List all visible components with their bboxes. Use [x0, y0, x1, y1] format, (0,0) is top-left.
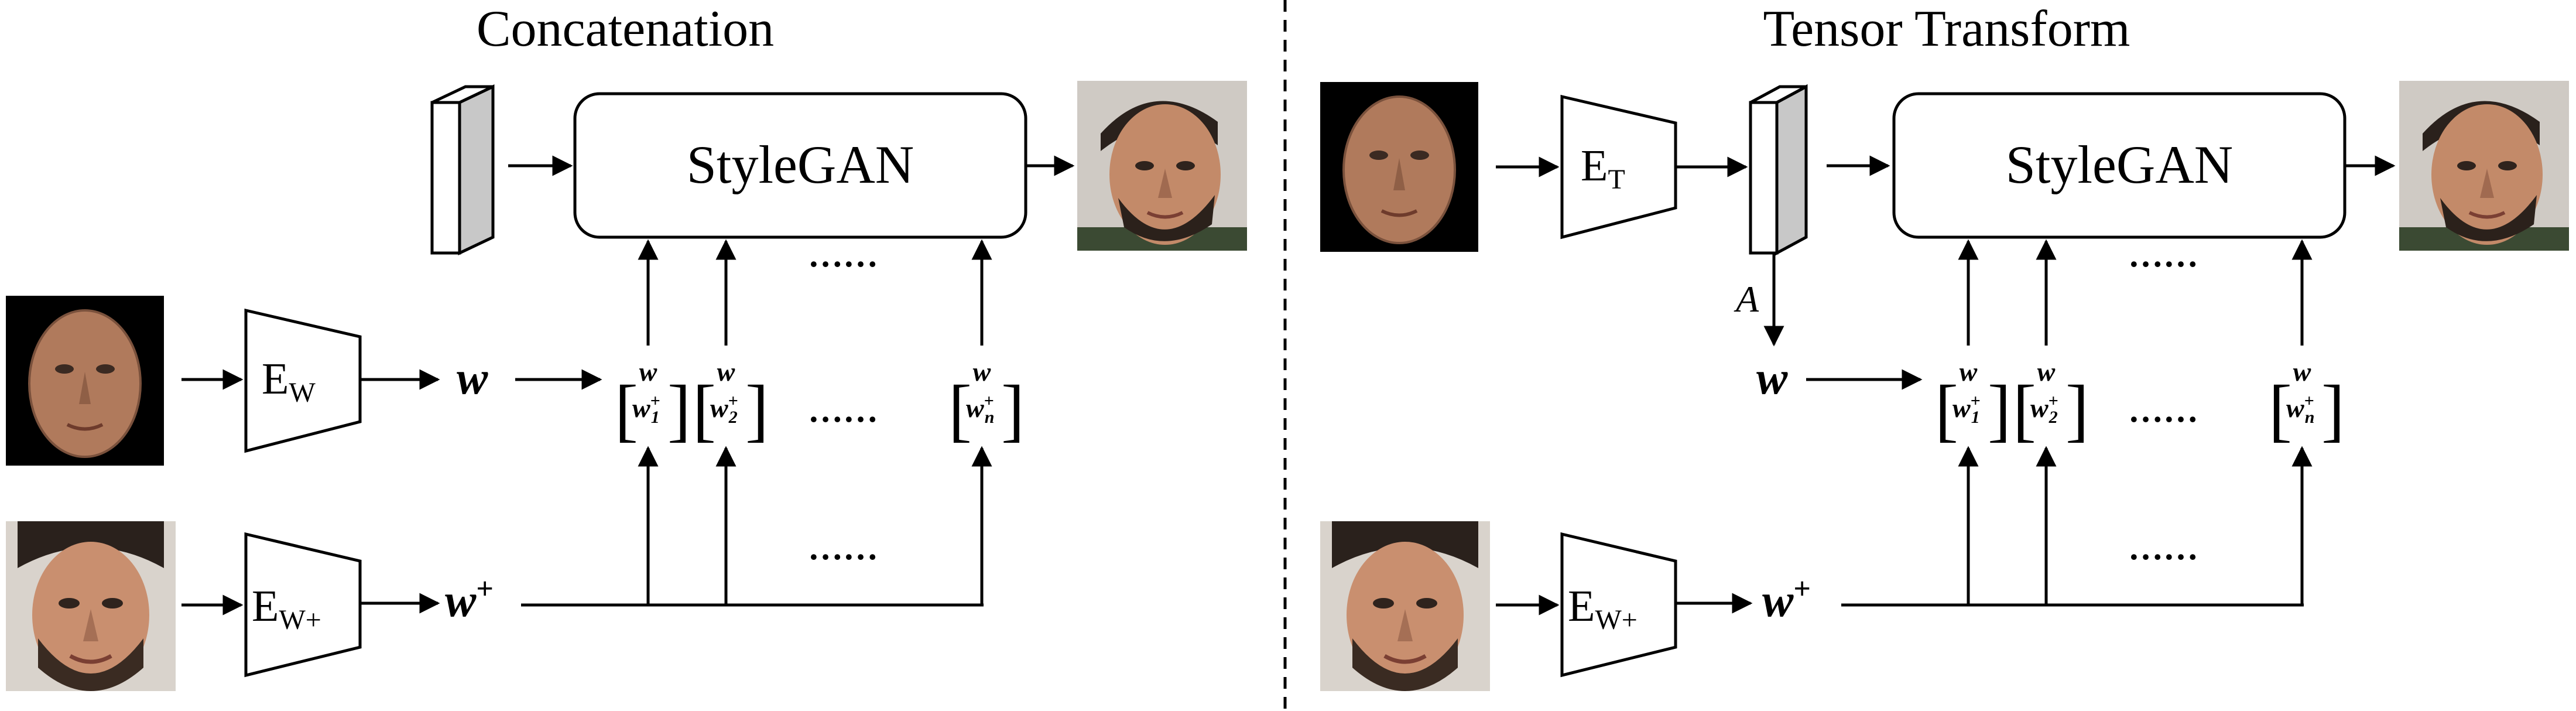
face-photo-icon	[6, 521, 176, 691]
svg-text:]: ]	[2321, 371, 2345, 449]
panel-concatenation: Concatenation EW EW+ w w+	[6, 1, 1247, 691]
encoder-et-label: ET	[1581, 141, 1625, 195]
encoder-ewplus	[1560, 532, 1677, 678]
svg-text:]: ]	[667, 371, 691, 449]
svg-text:w: w	[717, 357, 735, 387]
svg-text:w+2: w+2	[710, 391, 738, 427]
encoder-et	[1560, 94, 1677, 240]
ellipsis-top: ……	[808, 235, 878, 274]
svg-text:w+n: w+n	[2286, 391, 2314, 427]
tensor-block-icon	[430, 84, 495, 255]
svg-text:]: ]	[1988, 371, 2011, 449]
stylegan-label: StyleGAN	[687, 135, 914, 194]
vector-wn: [ w w+n ]	[2269, 357, 2345, 449]
svg-text:[: [	[693, 371, 716, 449]
panel-tensor-transform: Tensor Transform ET EW+ A w w+	[1320, 1, 2569, 691]
encoder-ewplus-label: EW+	[1568, 582, 1638, 635]
vector-wn: [ w w+n ]	[948, 357, 1025, 449]
svg-text:]: ]	[2065, 371, 2089, 449]
latent-wplus: w+	[445, 572, 494, 627]
vector-w1: [ w w+1 ]	[615, 357, 691, 449]
svg-text:w+1: w+1	[1952, 391, 1981, 427]
vector-w1: [ w w+1 ]	[1935, 357, 2011, 449]
svg-text:w: w	[2293, 357, 2311, 387]
encoder-ewplus	[244, 532, 362, 678]
face-render-icon	[6, 296, 164, 466]
panel-title: Concatenation	[477, 1, 774, 57]
encoder-ewplus-label: EW+	[252, 582, 321, 635]
encoder-ew	[244, 308, 362, 453]
encoder-ew-label: EW	[262, 354, 316, 408]
vector-w2: [ w w+2 ]	[2013, 357, 2089, 449]
svg-text:[: [	[2269, 371, 2292, 449]
svg-text:w+n: w+n	[966, 391, 994, 427]
svg-text:w+1: w+1	[632, 391, 660, 427]
svg-text:]: ]	[1001, 371, 1025, 449]
svg-text:w: w	[2037, 357, 2056, 387]
svg-text:[: [	[948, 371, 972, 449]
svg-text:w: w	[973, 357, 991, 387]
output-face-icon	[2399, 81, 2569, 251]
panel-title: Tensor Transform	[1763, 1, 2130, 57]
svg-text:[: [	[2013, 371, 2036, 449]
ellipsis-bottom: ……	[2128, 528, 2198, 567]
output-face-icon	[1077, 81, 1247, 251]
svg-text:[: [	[1935, 371, 1958, 449]
ellipsis-mid: ……	[2128, 391, 2198, 429]
latent-w: w	[457, 353, 488, 404]
ellipsis-mid: ……	[808, 391, 878, 429]
svg-text:[: [	[615, 371, 638, 449]
tensor-block-icon	[1749, 84, 1808, 256]
latent-wplus: w+	[1762, 572, 1811, 627]
latent-w: w	[1756, 353, 1788, 404]
face-photo-icon	[1320, 521, 1490, 691]
transform-label: A	[1734, 278, 1759, 320]
stylegan-label: StyleGAN	[2006, 135, 2233, 194]
svg-text:w: w	[1960, 357, 1978, 387]
svg-text:]: ]	[745, 371, 769, 449]
ellipsis-bottom: ……	[808, 528, 878, 567]
face-render-icon	[1320, 82, 1478, 252]
svg-text:w: w	[639, 357, 657, 387]
vector-w2: [ w w+2 ]	[693, 357, 769, 449]
svg-text:w+2: w+2	[2030, 391, 2058, 427]
ellipsis-top: ……	[2128, 235, 2198, 274]
